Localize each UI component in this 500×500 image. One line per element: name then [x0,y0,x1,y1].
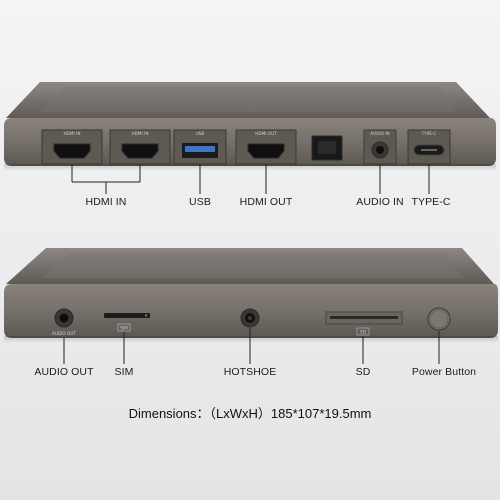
sd-slot: SD [325,311,403,336]
top-callout-lines [71,164,430,194]
bottom-device-top-face [6,248,494,284]
dimensions-spec: （LxWxH）185*107*19.5mm [209,406,372,421]
callout-audio-in: AUDIO IN [356,196,404,208]
bottom-device: AUDIO OUT SIM SD [4,248,498,364]
hdmi-out-port: HDMI OUT [235,129,297,165]
callout-sim: SIM [114,366,134,378]
hotshoe-mount [240,308,260,328]
sim-slot: SIM [104,313,150,332]
callout-hdmi-in: HDMI IN [85,196,127,208]
top-device-top-face [6,82,490,118]
dimensions-label: Dimensions： [128,406,210,421]
hdmi-in-port-1: HDMI IN [41,129,103,165]
callout-hotshoe: HOTSHOE [223,366,277,378]
audio-in-tag: AUDIO IN [370,131,389,136]
usb-tag: USB [196,131,205,136]
callout-audio-out: AUDIO OUT [34,366,94,378]
dimensions-caption: Dimensions：（LxWxH）185*107*19.5mm [0,403,500,422]
type-c-port: TYPE-C [407,129,451,165]
callout-type-c: TYPE-C [411,196,451,208]
hdmi-out-tag: HDMI OUT [255,131,277,136]
power-button[interactable] [427,307,451,331]
hdmi-in-port-2: HDMI IN [109,129,171,165]
type-c-tag: TYPE-C [421,131,437,136]
top-device: HDMI IN HDMI IN USB HDMI OUT [4,82,496,194]
audio-out-port: AUDIO OUT [52,308,76,336]
callout-usb: USB [189,196,211,208]
callout-power-button: Power Button [411,366,477,378]
audio-in-port: AUDIO IN [363,129,397,165]
usb-port: USB [173,129,227,165]
callout-hdmi-out: HDMI OUT [239,196,293,208]
bottom-callout-lines [63,328,440,364]
audio-out-tag: AUDIO OUT [52,331,76,336]
sim-tag: SIM [120,326,128,331]
ethernet-port [311,135,343,161]
sd-tag: SD [360,330,366,335]
callout-sd: SD [355,366,371,378]
hdmi-in-1-tag: HDMI IN [64,131,81,136]
hdmi-in-2-tag: HDMI IN [132,131,149,136]
